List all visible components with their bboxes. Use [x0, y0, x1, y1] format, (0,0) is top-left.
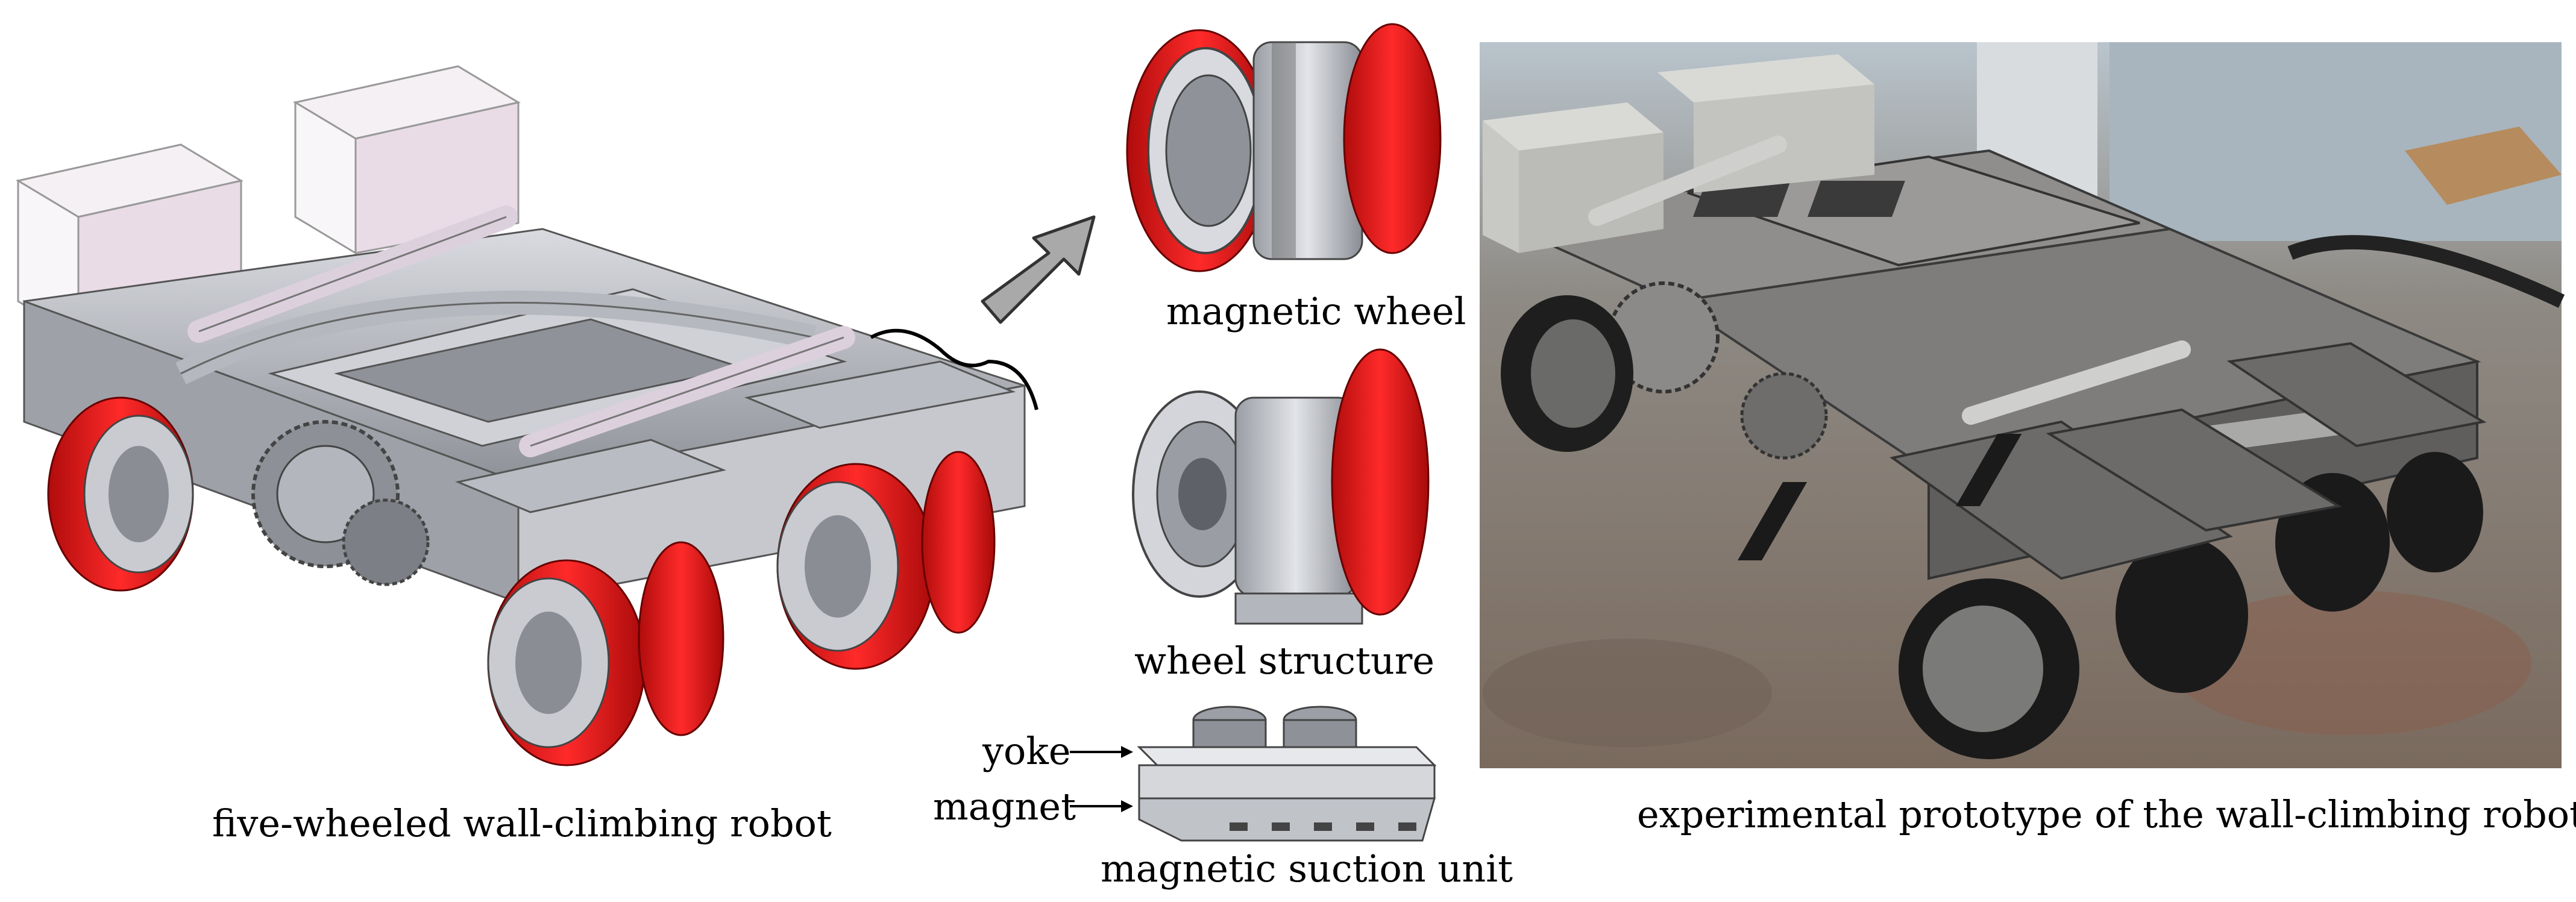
- left-caption: five-wheeled wall-climbing robot: [212, 801, 832, 845]
- cad-wheel-1: [47, 396, 194, 592]
- pointer-arrow: [981, 215, 1096, 324]
- suction-unit-illustration: [1137, 706, 1437, 842]
- drive-gear: [251, 420, 430, 586]
- cad-robot-illustration: [16, 65, 1038, 766]
- magnet-label: magnet: [933, 785, 1076, 828]
- yoke-label: yoke: [982, 729, 1071, 773]
- callout-brace: [870, 328, 1038, 410]
- actuator-cylinders: [187, 205, 855, 457]
- magnetic-wheel-label: magnetic wheel: [1166, 289, 1466, 333]
- wheel-structure-label: wheel structure: [1134, 639, 1435, 683]
- right-caption: experimental prototype of the wall-climb…: [1637, 792, 2576, 836]
- prototype-photo: [1480, 42, 2565, 768]
- suction-unit-label: magnetic suction unit: [1101, 847, 1513, 891]
- cad-wheel-3: [776, 451, 996, 670]
- magnet-pointer-arrow: [1070, 800, 1133, 812]
- magnetic-wheel-illustration: [1126, 23, 1442, 272]
- yoke-pointer-arrow: [1070, 746, 1133, 758]
- cad-wheel-2: [487, 541, 724, 766]
- wheel-structure-illustration: [1132, 348, 1430, 625]
